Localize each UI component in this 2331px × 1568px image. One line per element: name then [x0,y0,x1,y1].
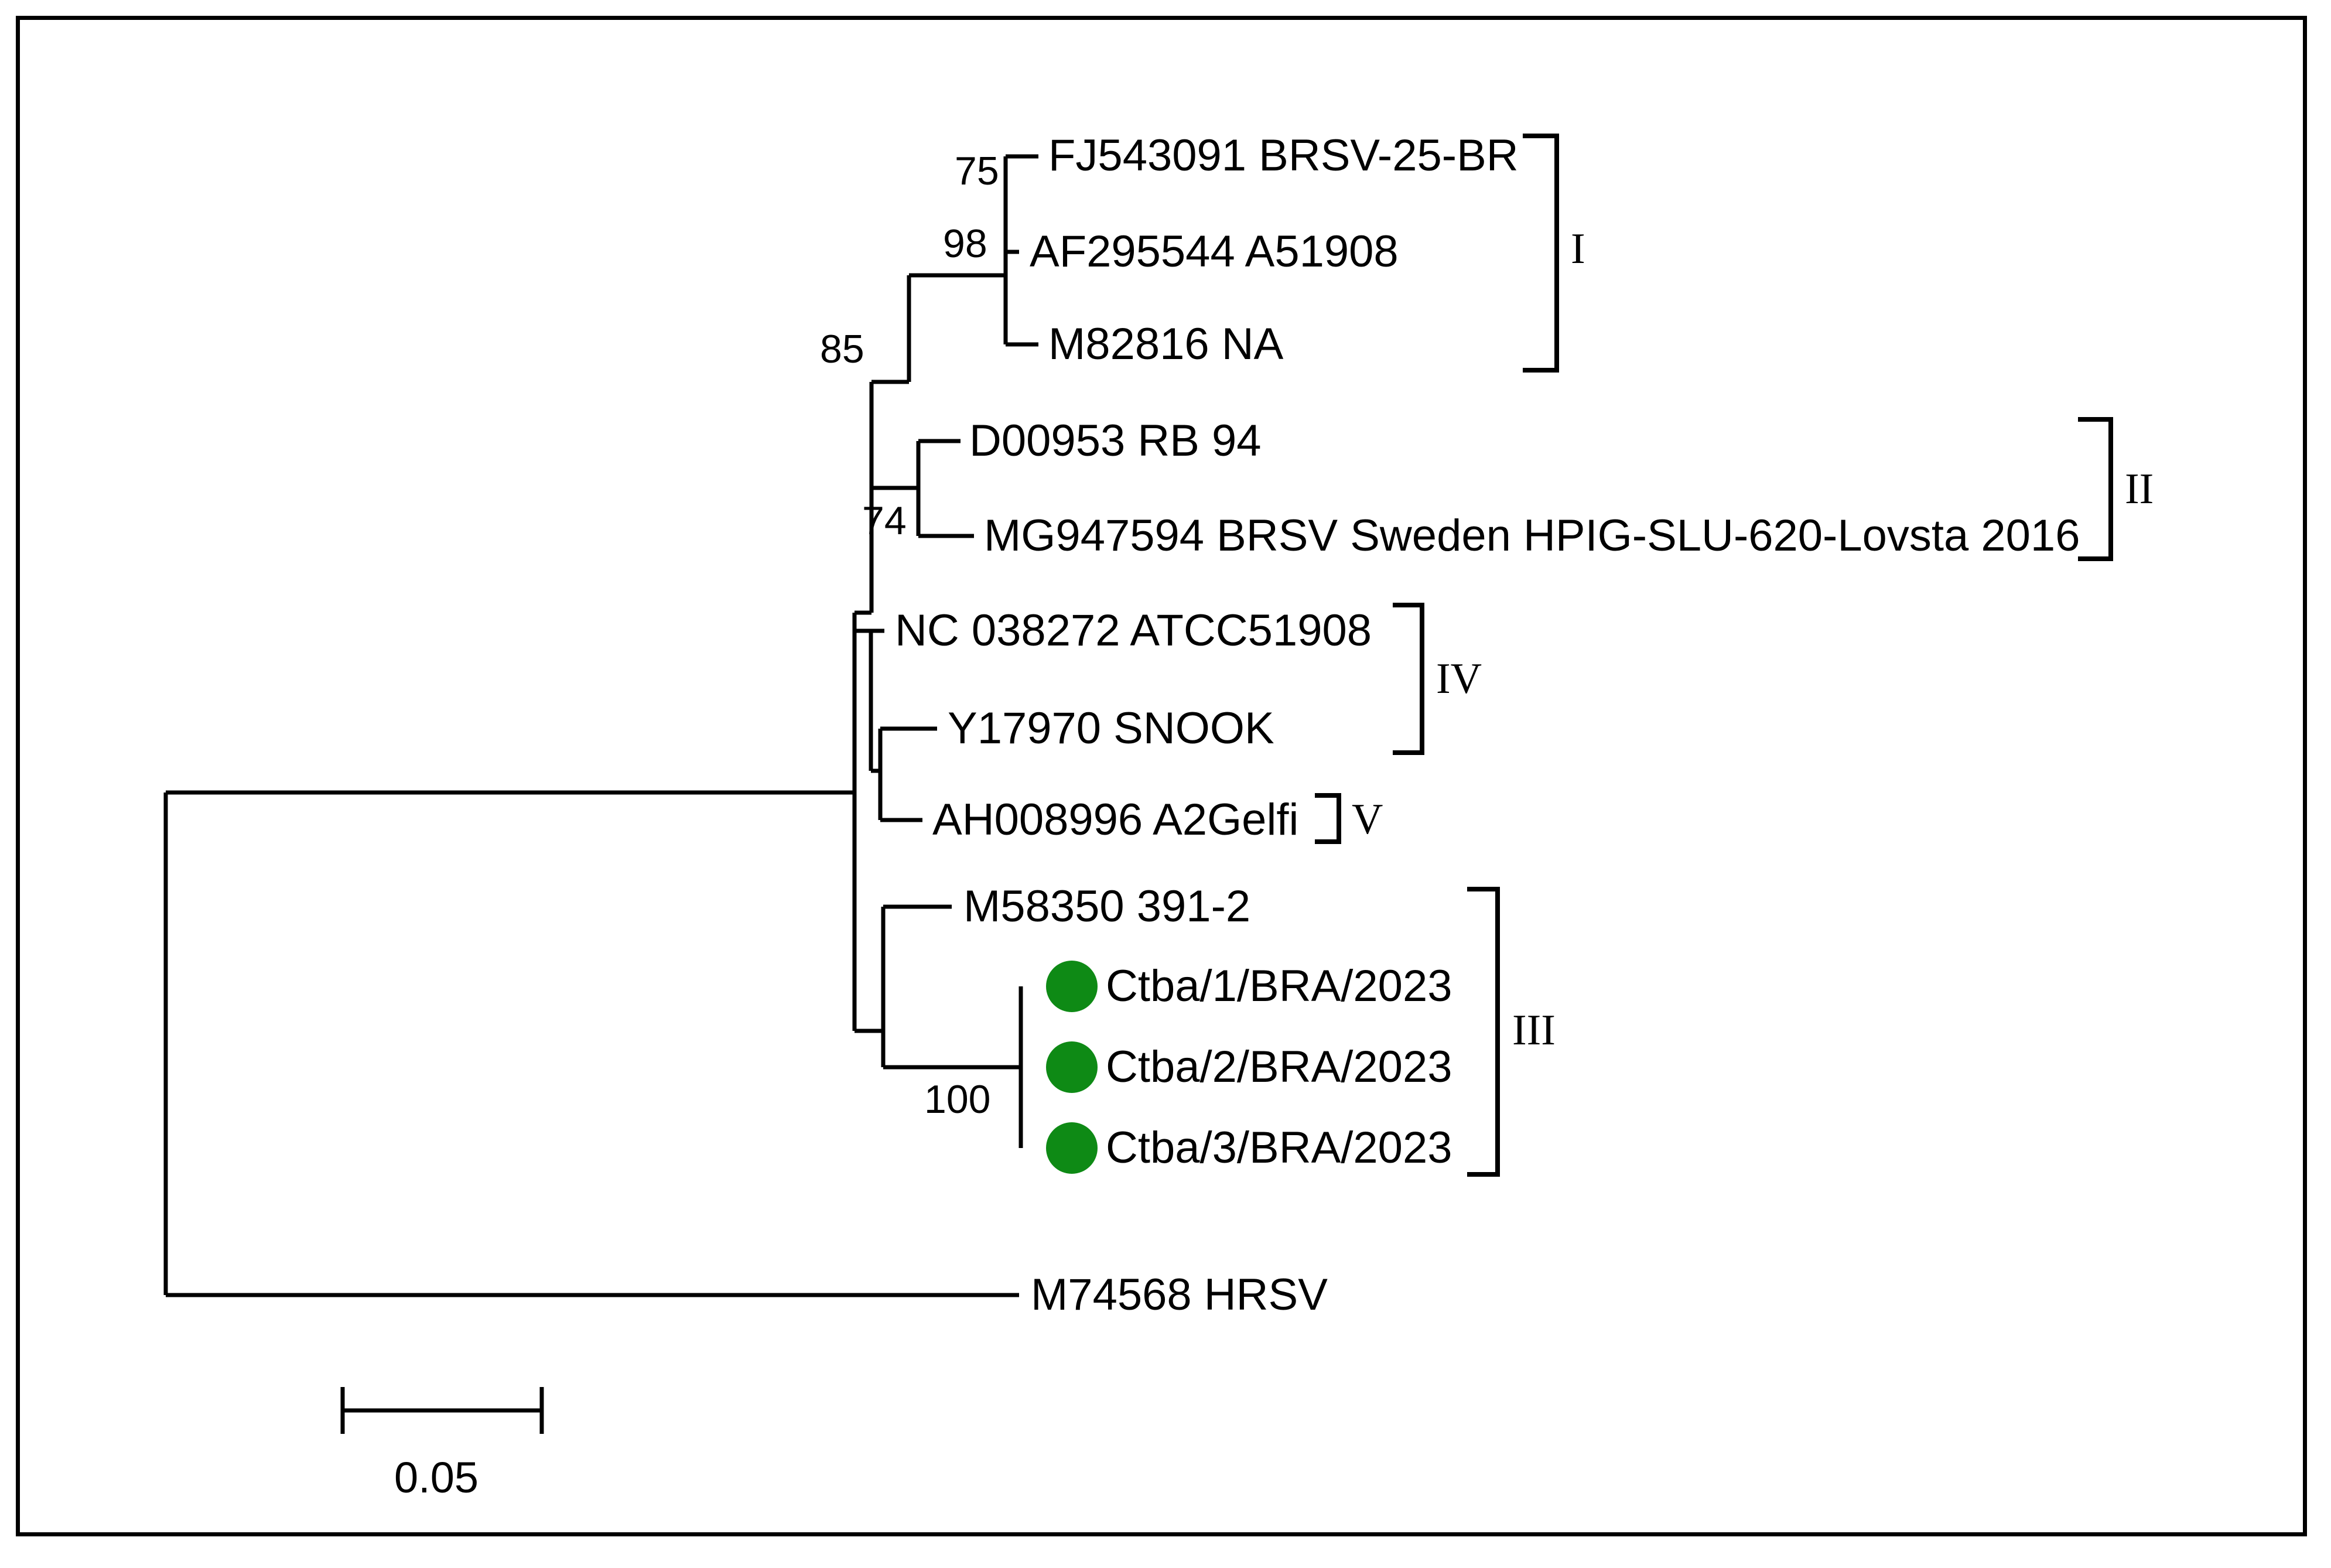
green-dot-marker-ctba2 [1046,1041,1098,1093]
tip-label-fj543091: FJ543091 BRSV-25-BR [1048,131,1519,180]
clade-brackets [1315,134,2113,1177]
green-dot-marker-ctba1 [1046,961,1098,1012]
clade-label-III: III [1512,1006,1556,1054]
tip-label-af295544: AF295544 A51908 [1030,227,1399,276]
tip-label-nc038272: NC 038272 ATCC51908 [895,606,1372,655]
bootstrap-value-74: 74 [862,498,907,543]
bracket-clade-IV [1393,603,1424,755]
clade-label-V: V [1352,795,1383,843]
bootstrap-value-85: 85 [820,327,864,371]
bracket-clade-II [2078,417,2113,561]
tip-label-ah008996: AH008996 A2Gelfi [932,795,1299,845]
tip-label-ctba3: Ctba/3/BRA/2023 [1106,1123,1452,1173]
tree-branches [163,154,1038,1434]
bootstrap-value-75: 75 [955,149,999,193]
bracket-clade-I [1523,134,1559,373]
tip-label-ctba2: Ctba/2/BRA/2023 [1106,1042,1452,1092]
clade-label-II: II [2125,465,2154,513]
bootstrap-value-100: 100 [924,1077,991,1122]
green-dot-marker-ctba3 [1046,1122,1098,1174]
tip-label-ctba1: Ctba/1/BRA/2023 [1106,961,1452,1011]
clade-label-IV: IV [1436,655,1482,703]
bracket-clade-V [1315,793,1341,844]
tip-label-y17970: Y17970 SNOOK [948,703,1274,753]
scale-bar-label: 0.05 [394,1453,479,1502]
tip-label-m58350: M58350 391-2 [963,882,1251,931]
figure-border [16,16,2307,1536]
tip-label-mg947594: MG947594 BRSV Sweden HPIG-SLU-620-Lovsta… [984,511,2080,561]
tip-label-m82816: M82816 NA [1048,319,1284,369]
tip-label-m74568: M74568 HRSV [1031,1270,1328,1320]
bracket-clade-III [1467,887,1500,1177]
clade-label-I: I [1571,225,1585,273]
bootstrap-value-98: 98 [943,221,987,266]
tip-label-d00953: D00953 RB 94 [969,416,1262,466]
sample-markers [1046,961,1098,1174]
